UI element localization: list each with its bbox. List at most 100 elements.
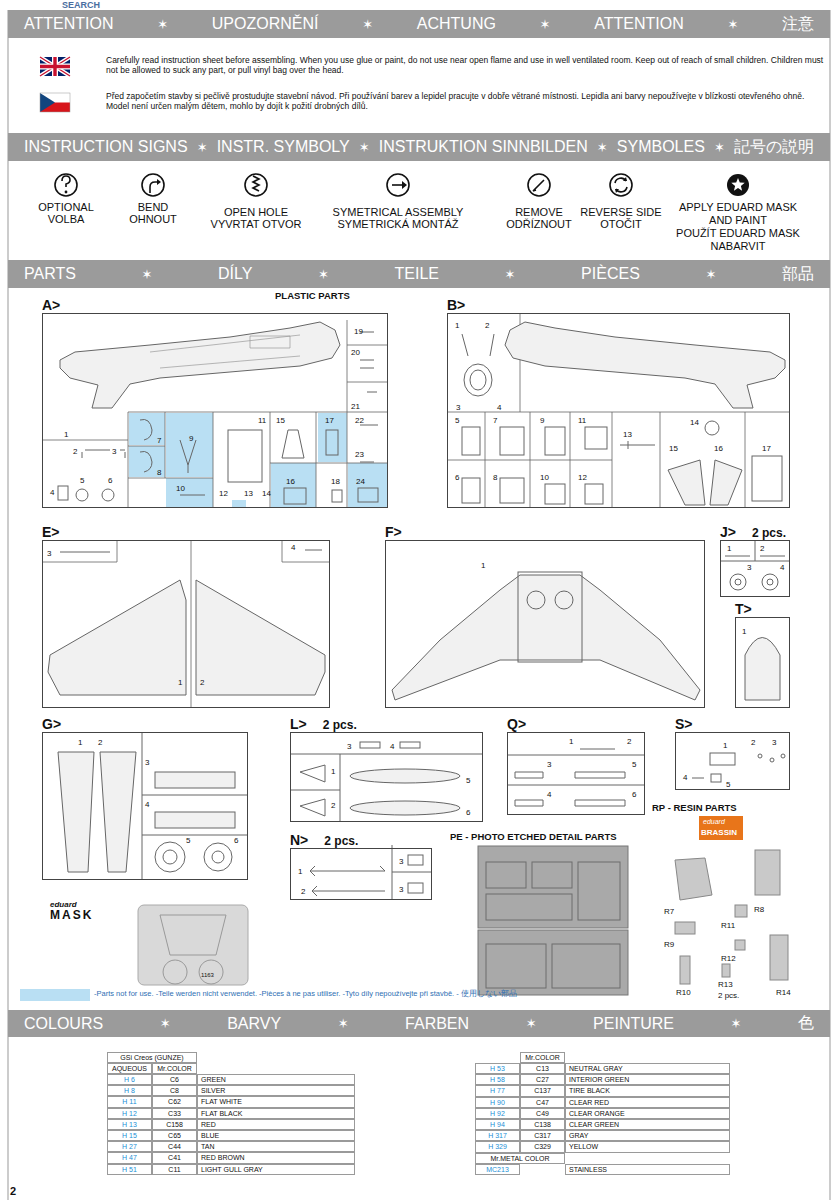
band-text: INSTRUCTION SIGNS	[24, 138, 188, 156]
sprue-letter: B>	[447, 297, 465, 313]
separator-star: ✶	[318, 267, 329, 282]
part-number: 4	[497, 403, 501, 412]
part-number: 12	[578, 473, 587, 482]
part-number: 17	[325, 416, 334, 425]
part-number: 4	[145, 800, 149, 809]
separator-star: ✶	[597, 140, 608, 155]
table-cell: TIRE BLACK	[565, 1085, 730, 1096]
table-cell: H 58	[475, 1074, 520, 1085]
symbol-caption: VYVRTAT OTVOR	[181, 218, 331, 231]
band-text: COLOURS	[24, 1015, 103, 1033]
band-text: PEINTURE	[593, 1015, 674, 1033]
part-number: 6	[466, 808, 470, 817]
part-number: 3	[747, 563, 751, 572]
part-number: 4	[780, 563, 784, 572]
band-text: ATTENTION	[594, 15, 683, 33]
part-number: 21	[351, 402, 360, 411]
part-number: 18	[331, 477, 340, 486]
part-number: 2	[331, 801, 335, 810]
part-number: 2	[73, 447, 77, 456]
part-number: 11	[578, 416, 586, 425]
table-cell: FLAT WHITE	[197, 1096, 355, 1107]
table-cell: H 8	[107, 1085, 152, 1096]
part-number: 5	[186, 836, 190, 845]
part-number: 12	[219, 489, 228, 498]
section-band: INSTRUCTION SIGNS✶INSTR. SYMBOLY✶INSTRUK…	[8, 133, 830, 161]
table-cell: C138	[520, 1119, 565, 1130]
part-number: 1	[78, 738, 82, 747]
symbol-caption: SYMETRICAL ASSEMBLY	[323, 206, 473, 219]
symbol-caption: REVERSE SIDE	[546, 206, 696, 219]
part-number: 1	[569, 737, 573, 746]
table-cell: GREEN	[197, 1074, 355, 1085]
band-text: FARBEN	[405, 1015, 469, 1033]
symbol-caption: OTOČIT	[546, 218, 696, 231]
part-number: R10	[676, 988, 691, 997]
sprue-letter: 2 pcs.	[324, 834, 358, 848]
part-number: 5	[632, 760, 636, 769]
part-number: 1	[298, 867, 302, 876]
part-number: R11	[721, 921, 735, 930]
table-cell: CLEAR GREEN	[565, 1119, 730, 1130]
frame-heading: N>2 pcs.	[290, 832, 358, 848]
part-number: 24	[356, 477, 365, 486]
band-text: 記号の説明	[734, 137, 814, 158]
warning-text: Před započetím stavby si pečlivě prostud…	[106, 92, 824, 112]
part-number: 4	[683, 773, 687, 782]
part-number: 3	[112, 447, 116, 456]
part-number: 4	[547, 790, 551, 799]
frame-heading: L>2 pcs.	[290, 716, 357, 732]
sprue-letter: Q>	[507, 716, 526, 732]
table-cell: H 12	[107, 1108, 152, 1119]
part-number: 1	[727, 544, 731, 553]
part-number: 6	[455, 473, 459, 482]
separator-star: ✶	[160, 1016, 171, 1031]
table-cell: H 11	[107, 1096, 152, 1107]
table-cell: H 77	[475, 1085, 520, 1096]
part-number: 7	[157, 436, 161, 445]
section-band: COLOURS✶BARVY✶FARBEN✶PEINTURE✶色	[8, 1010, 830, 1037]
sprue-frame: Q>	[507, 732, 645, 815]
part-number: 2 pcs.	[718, 991, 739, 1000]
sprue-letter: E>	[42, 524, 60, 540]
part-number: 1	[455, 321, 459, 330]
table-cell: C137	[520, 1085, 565, 1096]
part-number: 8	[157, 468, 161, 477]
band-text: SYMBOLES	[617, 138, 705, 156]
table-cell: GSi Creos (GUNZE)	[107, 1052, 197, 1063]
band-text: 色	[798, 1013, 814, 1034]
band-text: 部品	[782, 264, 814, 285]
table-cell: C44	[152, 1141, 197, 1152]
table-cell: Mr.COLOR	[520, 1052, 565, 1063]
table-cell: C329	[520, 1141, 565, 1152]
part-number: 2	[751, 738, 755, 747]
sprue-frame: L>2 pcs.	[290, 732, 483, 822]
table-cell: INTERIOR GREEN	[565, 1074, 730, 1085]
table-cell: NEUTRAL GRAY	[565, 1063, 730, 1074]
frame-heading: B>	[447, 297, 465, 313]
sprue-frame: E>	[42, 540, 330, 708]
band-text: ATTENTION	[24, 15, 113, 33]
separator-star: ✶	[731, 1016, 742, 1031]
symbol-caption: OPTIONAL	[6, 201, 126, 214]
separator-star: ✶	[359, 140, 370, 155]
part-number: R7	[664, 907, 674, 916]
part-number: 1	[331, 767, 335, 776]
table-cell: FLAT BLACK	[197, 1108, 355, 1119]
band-text: DÍLY	[218, 265, 252, 283]
frame-heading: J>2 pcs.	[720, 524, 786, 540]
frame-heading: Q>	[507, 716, 526, 732]
table-cell: H 53	[475, 1063, 520, 1074]
separator-star: ✶	[157, 17, 168, 32]
symbol-caption: OHNOUT	[93, 213, 213, 226]
part-number: 3	[47, 549, 51, 558]
part-number: 11	[258, 416, 266, 425]
separator-star: ✶	[338, 1016, 349, 1031]
sprue-letter: S>	[675, 716, 693, 732]
part-number: 4	[390, 742, 394, 751]
part-number: R8	[754, 905, 764, 914]
part-number: 3	[347, 742, 351, 751]
sprue-letter: F>	[385, 524, 402, 540]
separator-star: ✶	[197, 140, 208, 155]
